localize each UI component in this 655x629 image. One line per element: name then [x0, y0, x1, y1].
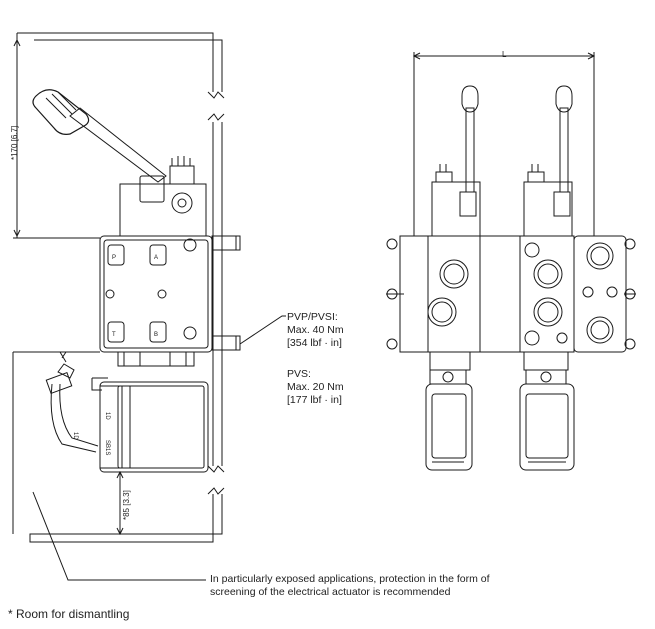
- exposed-note-line-1: In particularly exposed applications, pr…: [210, 573, 490, 585]
- pvs-torque-title: PVS:: [287, 368, 311, 380]
- module-code-3: SB1S: [104, 440, 110, 455]
- electrical-actuator-side: [45, 351, 209, 473]
- port-tags: P A T B 1D 1D SB1S: [72, 255, 158, 455]
- pvp-torque-value: Max. 40 Nm: [287, 324, 344, 336]
- pvp-torque-imperial: [354 lbf · in]: [287, 337, 342, 349]
- valve-front-view: [386, 52, 636, 471]
- dimension-170-label: *170 [6.7]: [10, 125, 19, 160]
- pvp-torque-title: PVP/PVSI:: [287, 311, 338, 323]
- module-code-1: 1D: [104, 412, 110, 420]
- valve-body-side: [32, 89, 241, 367]
- dimension-170: [13, 38, 21, 238]
- dimension-85: [116, 470, 124, 536]
- pvs-torque-value: Max. 20 Nm: [287, 381, 344, 393]
- exposed-note-line-2: screening of the electrical actuator is …: [210, 586, 451, 598]
- port-t-label: T: [112, 332, 116, 338]
- port-a-label: A: [154, 255, 158, 261]
- dimension-l-label: L: [502, 50, 507, 59]
- port-b-label: B: [154, 332, 158, 338]
- footnote: * Room for dismantling: [8, 607, 130, 621]
- leader-lines: [32, 315, 286, 581]
- pvs-torque-imperial: [177 lbf · in]: [287, 394, 342, 406]
- exposed-application-note: In particularly exposed applications, pr…: [210, 573, 490, 599]
- port-p-label: P: [112, 255, 116, 261]
- module-code-2: 1D: [72, 432, 78, 440]
- dimension-85-label: *85 [3.3]: [122, 490, 131, 520]
